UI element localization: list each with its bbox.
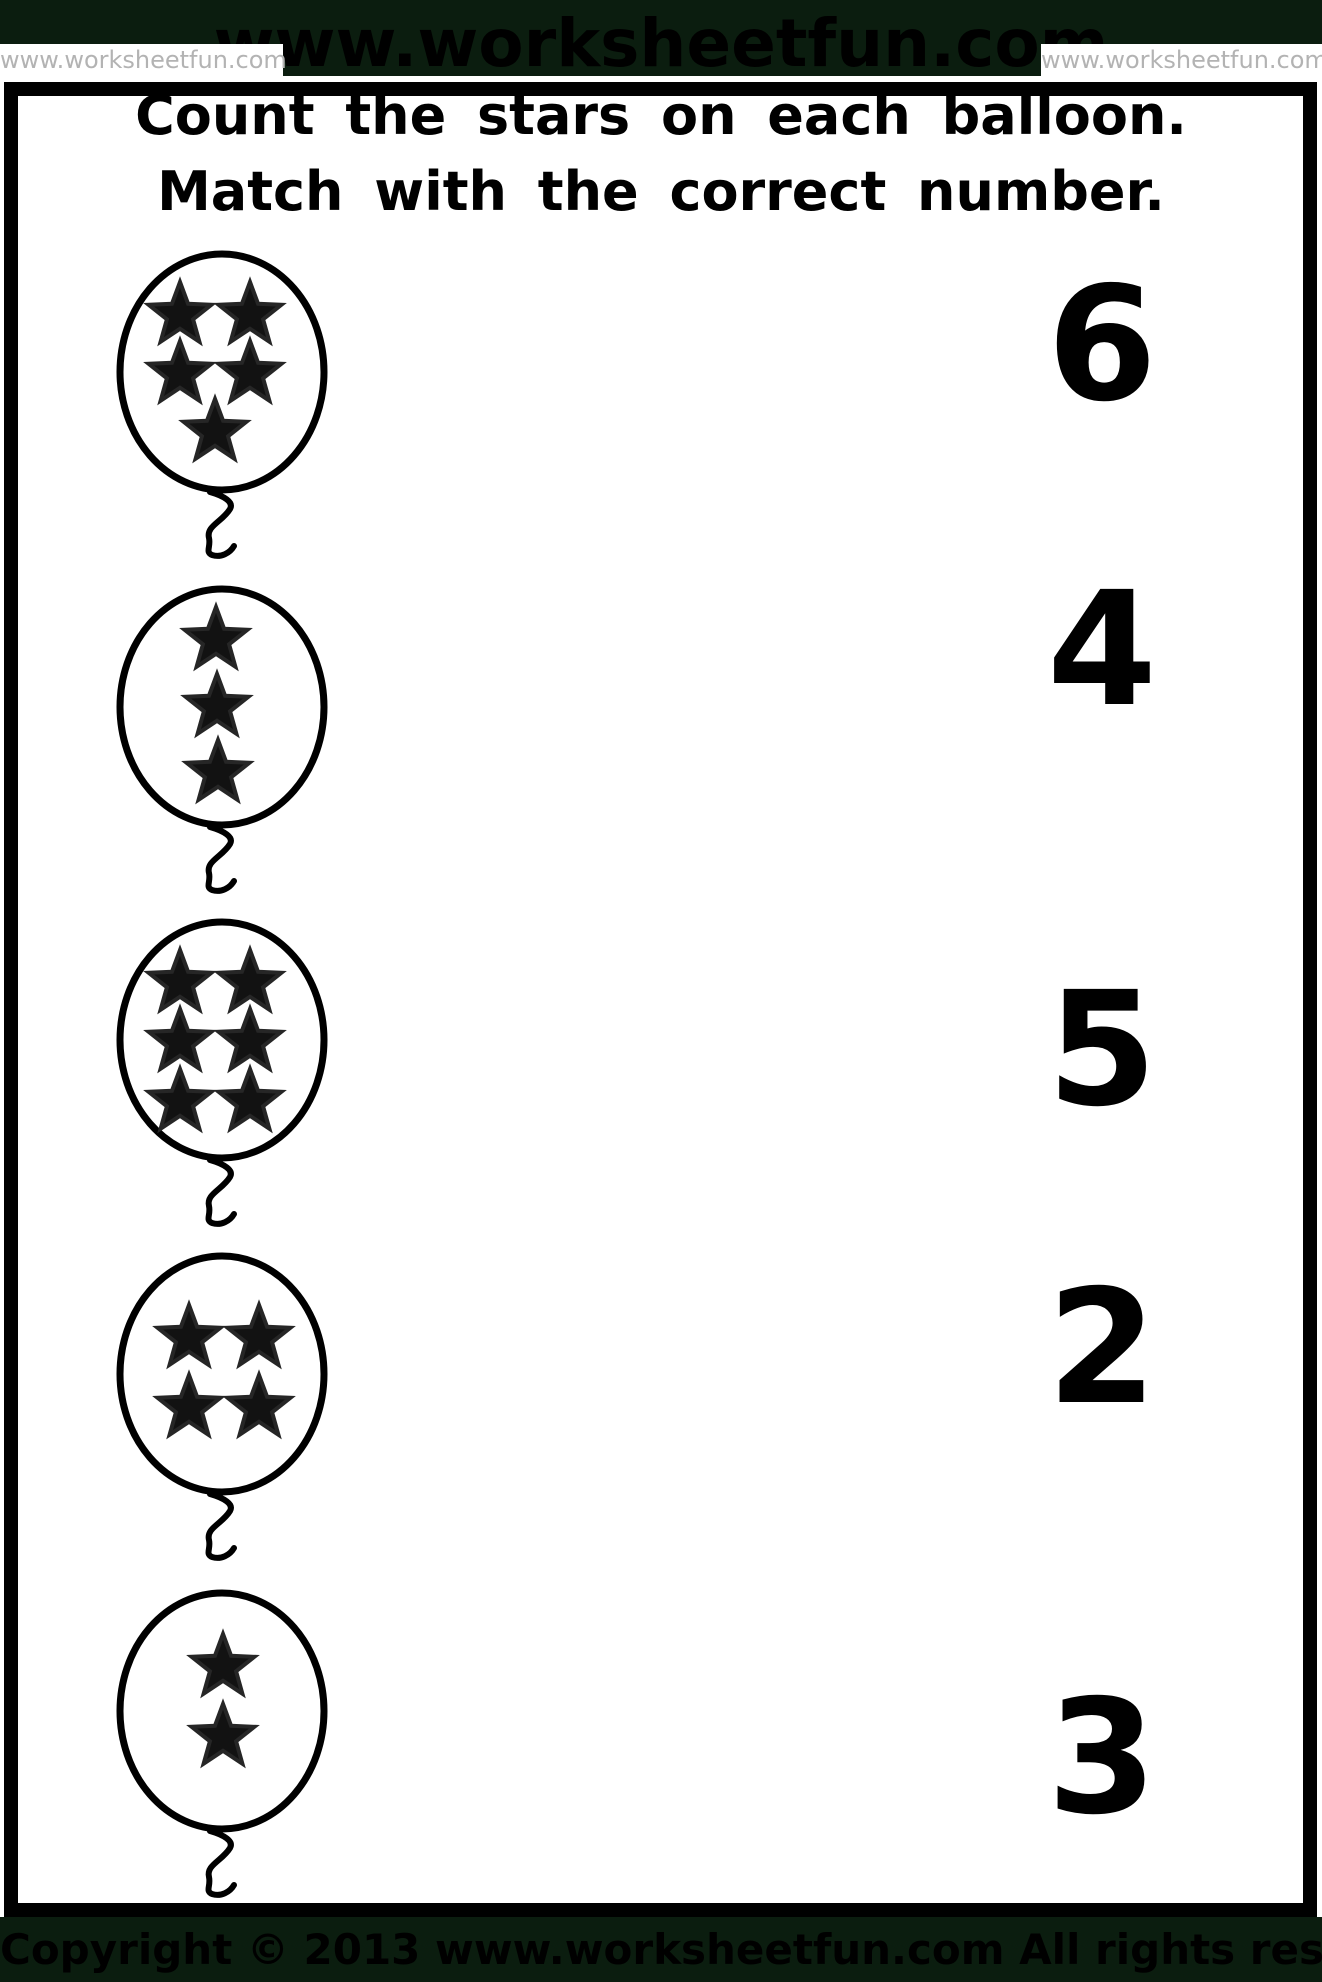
star-icon <box>222 1299 296 1370</box>
balloon-string <box>205 1828 237 1898</box>
watermark-small-right: www.worksheetfun.com <box>1041 44 1322 77</box>
balloon-string <box>205 824 237 894</box>
instructions-line2: Match with the correct number. <box>157 160 1165 223</box>
instructions-line1: Count the stars on each balloon. <box>135 84 1187 147</box>
star-icon <box>181 734 255 805</box>
star-icon <box>213 276 287 347</box>
watermark-small-left: www.worksheetfun.com <box>0 44 287 77</box>
star-icon <box>178 393 252 464</box>
star-icon <box>152 1299 226 1370</box>
match-number-2[interactable]: 4 <box>1047 558 1157 742</box>
star-icon <box>213 335 287 406</box>
star-icon <box>186 1698 260 1769</box>
match-number-4[interactable]: 2 <box>1047 1256 1157 1440</box>
watermark-large-text: www.worksheetfun.com <box>213 5 1109 82</box>
balloon-5[interactable] <box>92 1585 352 1915</box>
bottom-copyright-band <box>0 1917 1322 1982</box>
star-icon <box>179 601 253 672</box>
star-icon <box>143 1063 217 1134</box>
match-number-5[interactable]: 3 <box>1047 1666 1157 1850</box>
balloon-icon <box>116 585 328 894</box>
copyright-text: Copyright © 2013 www.worksheetfun.com Al… <box>0 1925 1322 1974</box>
balloon-string <box>205 489 237 559</box>
balloon-outline <box>116 1252 328 1496</box>
star-icon <box>143 335 217 406</box>
instructions: Count the stars on each balloon. Match w… <box>0 78 1322 230</box>
balloon-string <box>205 1157 237 1227</box>
star-icon <box>213 1003 287 1074</box>
star-icon <box>152 1369 226 1440</box>
balloon-2[interactable] <box>92 581 352 911</box>
balloon-outline <box>116 918 328 1162</box>
balloon-outline <box>116 585 328 829</box>
match-number-1[interactable]: 6 <box>1047 253 1157 437</box>
balloon-icon <box>116 918 328 1227</box>
balloon-4[interactable] <box>92 1248 352 1578</box>
star-icon <box>143 944 217 1015</box>
star-icon <box>186 1628 260 1699</box>
balloon-icon <box>116 1252 328 1561</box>
page-border-frame <box>4 82 1317 1917</box>
balloon-outline <box>116 1589 328 1833</box>
balloon-3[interactable] <box>92 914 352 1244</box>
balloon-1[interactable] <box>92 246 352 576</box>
star-icon <box>222 1369 296 1440</box>
star-icon <box>143 276 217 347</box>
match-number-3[interactable]: 5 <box>1047 958 1157 1142</box>
balloon-icon <box>116 250 328 559</box>
balloon-outline <box>116 250 328 494</box>
star-icon <box>213 944 287 1015</box>
star-icon <box>213 1063 287 1134</box>
star-icon <box>180 668 254 739</box>
balloon-string <box>205 1491 237 1561</box>
balloon-icon <box>116 1589 328 1898</box>
star-icon <box>143 1003 217 1074</box>
